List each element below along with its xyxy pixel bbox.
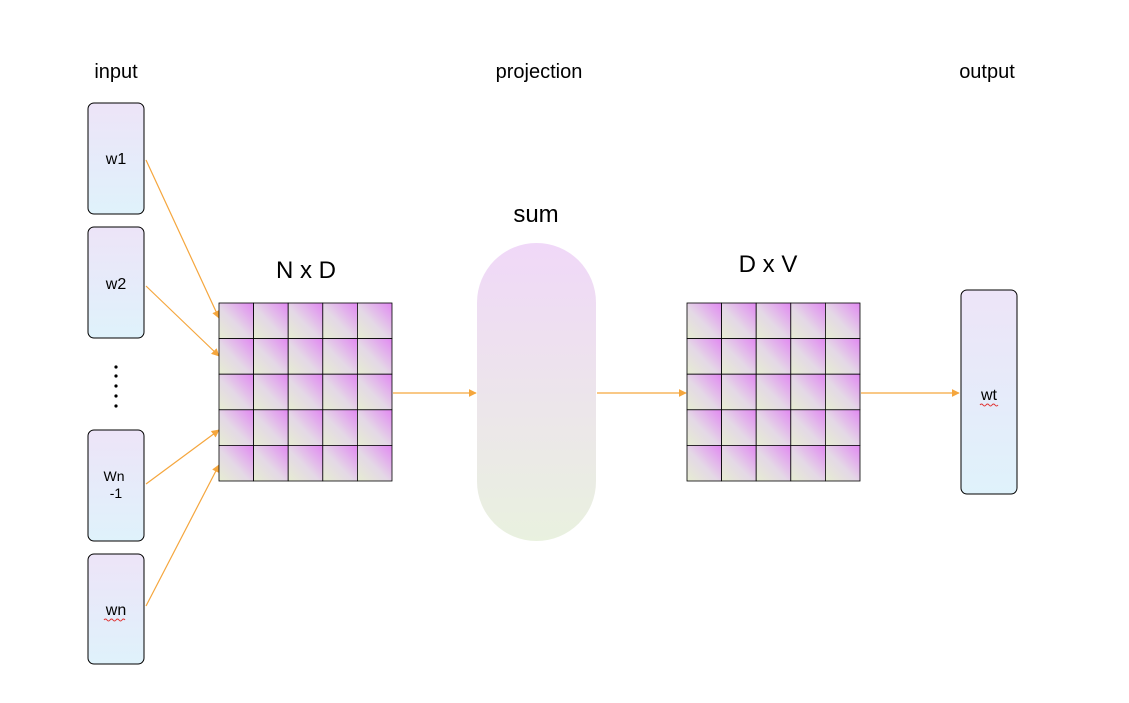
matrix-cell xyxy=(825,338,861,375)
output-box-wt: wt xyxy=(960,289,1018,495)
matrix-cell xyxy=(218,373,254,411)
ellipsis-dot xyxy=(114,365,118,369)
matrix-cell xyxy=(322,302,358,339)
input-box-label: w2 xyxy=(105,276,127,293)
sum-label: sum xyxy=(513,201,558,228)
input-box-wn: wn xyxy=(87,553,145,665)
matrix-dxv-label: D x V xyxy=(739,251,798,278)
matrix-cell xyxy=(686,302,722,339)
input-box-w2: w2 xyxy=(87,226,145,339)
arrow-wn-1-to-matrix xyxy=(145,429,220,485)
matrix-cell xyxy=(218,338,254,375)
matrix-dxv xyxy=(686,302,861,482)
spellcheck-underline xyxy=(979,403,999,407)
input-box-label-line: Wn xyxy=(104,468,125,484)
matrix-cell xyxy=(755,302,792,339)
matrix-cell xyxy=(825,373,861,411)
matrix-cell xyxy=(322,373,358,411)
matrix-cell xyxy=(322,444,358,482)
matrix-cell xyxy=(356,409,393,446)
matrix-cell xyxy=(790,444,826,482)
matrix-cell xyxy=(686,444,722,482)
matrix-cell xyxy=(322,409,358,446)
matrix-cell xyxy=(721,444,757,482)
matrix-cell xyxy=(686,373,722,411)
output-header: output xyxy=(959,61,1015,83)
matrix-cell xyxy=(356,302,393,339)
matrix-cell xyxy=(825,444,861,482)
matrix-cell xyxy=(686,338,722,375)
input-box-label: wn xyxy=(105,602,126,619)
spellcheck-underline xyxy=(103,618,126,622)
matrix-cell xyxy=(253,409,289,446)
matrix-cell xyxy=(721,373,757,411)
matrix-cell xyxy=(755,373,792,411)
matrix-cell xyxy=(218,302,254,339)
matrix-nxd xyxy=(218,302,393,482)
ellipsis-dot xyxy=(114,384,118,388)
matrix-cell xyxy=(790,302,826,339)
matrix-cell xyxy=(253,338,289,375)
matrix-cell xyxy=(356,444,393,482)
matrix-cell xyxy=(755,444,792,482)
matrix-cell xyxy=(356,338,393,375)
input-box-label: w1 xyxy=(105,151,127,168)
output-box-label: wt xyxy=(980,387,998,404)
input-box-label-line: -1 xyxy=(110,485,123,501)
matrix-cell xyxy=(322,338,358,375)
matrix-cell xyxy=(686,409,722,446)
matrix-cell xyxy=(287,338,324,375)
matrix-cell xyxy=(755,409,792,446)
input-box-w1: w1 xyxy=(87,102,145,215)
matrix-cell xyxy=(287,409,324,446)
arrow-w1-to-matrix xyxy=(145,159,220,319)
matrix-cell xyxy=(790,373,826,411)
sum-node xyxy=(477,243,596,541)
matrix-cell xyxy=(253,444,289,482)
matrix-cell xyxy=(253,373,289,411)
matrix-cell xyxy=(721,409,757,446)
matrix-cell xyxy=(825,409,861,446)
ellipsis-dot xyxy=(114,374,118,378)
matrix-cell xyxy=(721,302,757,339)
matrix-cell xyxy=(287,373,324,411)
arrow-wn-to-matrix xyxy=(145,464,220,607)
matrix-cell xyxy=(790,409,826,446)
matrix-cell xyxy=(790,338,826,375)
matrix-cell xyxy=(721,338,757,375)
matrix-cell xyxy=(218,409,254,446)
matrix-cell xyxy=(253,302,289,339)
input-box-label: Wn -1 xyxy=(104,468,129,501)
arrow-w2-to-matrix xyxy=(145,285,220,357)
ellipsis-dot xyxy=(114,404,118,408)
ellipsis-dots xyxy=(114,365,118,408)
matrix-cell xyxy=(218,444,254,482)
input-header: input xyxy=(94,61,138,83)
input-arrows xyxy=(145,159,220,607)
matrix-cell xyxy=(287,302,324,339)
matrix-cell xyxy=(287,444,324,482)
projection-header: projection xyxy=(496,61,583,83)
ellipsis-dot xyxy=(114,394,118,398)
matrix-cell xyxy=(825,302,861,339)
matrix-cell xyxy=(755,338,792,375)
input-box-wn-1: Wn -1 xyxy=(87,429,145,542)
matrix-cell xyxy=(356,373,393,411)
matrix-nxd-label: N x D xyxy=(276,257,336,284)
